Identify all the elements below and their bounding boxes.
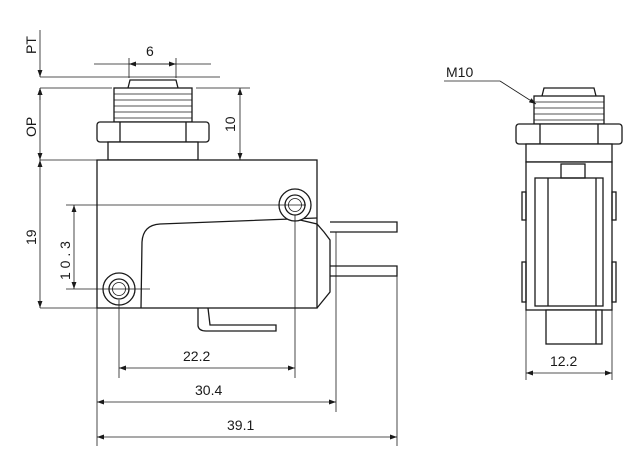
dim-39-1-label: 39.1 [227,417,254,433]
side-view: M10 12.2 [444,64,623,380]
thread-label: M10 [446,64,473,80]
side-threaded-bushing [533,95,605,125]
terminal-lower [330,265,398,277]
dim-op-label: OP [23,117,39,137]
threaded-bushing [113,87,193,123]
hex-nut [96,121,210,143]
extension-lines [40,58,398,446]
side-collar [525,143,613,163]
side-hex-nut [515,123,623,145]
dim-10-label: 10 [222,116,238,132]
lever-foot [197,307,277,332]
dim-30-4-label: 30.4 [195,382,222,398]
dim-10-3-label: 1 0 . 3 [57,241,73,280]
side-plunger-cap [541,87,597,97]
side-bottom-projection [545,309,603,345]
front-view: 6 PT OP 19 10 1 0 . 3 22.2 30.4 39.1 [23,30,398,446]
side-housing [525,161,613,311]
dim-19-label: 19 [23,229,39,245]
dim-6-label: 6 [146,43,154,59]
plunger-cap [127,79,179,89]
side-thread-lines [534,101,604,121]
terminal-upper [330,221,398,233]
thread-lines [114,93,192,119]
dim-22-2-label: 22.2 [183,348,210,364]
dim-pt-label: PT [23,36,39,54]
collar [107,141,199,161]
dim-12-2-label: 12.2 [550,353,577,369]
actuator-lever [140,217,318,309]
